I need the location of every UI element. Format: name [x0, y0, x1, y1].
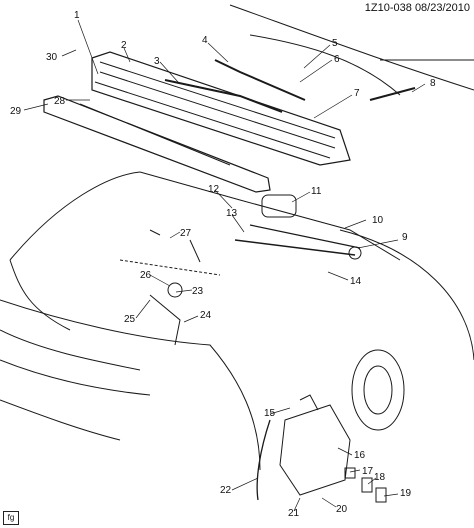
callout-24: 24	[200, 310, 212, 321]
callout-16: 16	[354, 450, 366, 461]
wiper-motor	[261, 194, 297, 218]
callout-17: 17	[362, 466, 374, 477]
diagram-code: 1Z10-038	[364, 2, 412, 14]
callout-11: 11	[311, 186, 322, 197]
washer-fill-tube	[149, 294, 181, 346]
diagram-header: 1Z10-038 08/23/2010	[365, 2, 470, 14]
corner-mark: fg	[3, 511, 19, 525]
diagram-date: 08/23/2010	[414, 2, 470, 14]
callout-12: 12	[208, 184, 220, 195]
callout-26: 26	[140, 270, 152, 281]
callout-8: 8	[430, 78, 436, 89]
callout-3: 3	[154, 56, 160, 67]
wiper-linkage	[234, 239, 356, 256]
callout-labels: 1 2 3 4 5 6 7 8 9 10 11 12 13 14 15 16 1…	[10, 10, 436, 519]
callout-4: 4	[202, 35, 208, 46]
fender-right	[339, 229, 474, 361]
callout-29: 29	[10, 106, 22, 117]
fender-left	[9, 171, 141, 261]
callout-1: 1	[74, 10, 80, 21]
callout-15: 15	[264, 408, 276, 419]
cowl-seal-panel	[43, 95, 271, 193]
callout-7: 7	[354, 88, 360, 99]
callout-14: 14	[350, 276, 362, 287]
grille-outline	[0, 329, 141, 371]
wiper-blade	[369, 87, 416, 101]
callout-28: 28	[54, 96, 66, 107]
callout-13: 13	[226, 208, 238, 219]
wheel-well	[351, 349, 405, 431]
washer-hose	[256, 419, 271, 501]
callout-19: 19	[400, 488, 412, 499]
wiper-arm-left	[164, 79, 283, 113]
front-fascia	[0, 299, 261, 471]
callout-9: 9	[402, 232, 408, 243]
washer-pump	[361, 477, 373, 493]
callout-22: 22	[220, 485, 232, 496]
callout-20: 20	[336, 504, 348, 515]
callout-25: 25	[124, 314, 136, 325]
callout-23: 23	[192, 286, 204, 297]
cowl-grille-panel	[91, 51, 351, 166]
callout-2: 2	[121, 40, 127, 51]
callout-27: 27	[180, 228, 192, 239]
callout-18: 18	[374, 472, 386, 483]
callout-10: 10	[372, 215, 384, 226]
callout-30: 30	[46, 52, 58, 63]
callout-6: 6	[334, 54, 340, 65]
callout-5: 5	[332, 38, 338, 49]
washer-reservoir	[279, 404, 351, 496]
hood-line	[229, 4, 474, 91]
wiper-arm-right	[214, 59, 306, 101]
callout-21: 21	[288, 508, 300, 519]
